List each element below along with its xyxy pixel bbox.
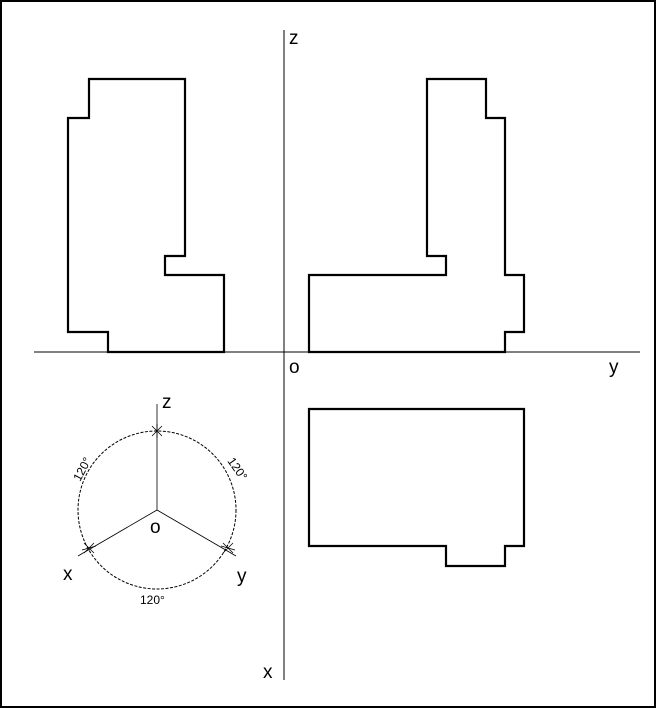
axis-x-label: x bbox=[263, 662, 273, 683]
top-view-outline bbox=[307, 407, 526, 568]
key-z-label: z bbox=[162, 392, 172, 413]
key-x-axis bbox=[77, 509, 158, 557]
side-view-outline bbox=[307, 77, 526, 354]
key-marker-z bbox=[151, 424, 163, 438]
key-y-axis bbox=[156, 509, 237, 557]
key-origin-label: o bbox=[150, 517, 161, 538]
axis-y-label: y bbox=[609, 357, 619, 378]
key-marker-y bbox=[220, 542, 236, 554]
front-view-outline bbox=[66, 77, 226, 354]
key-angle-bottom: 120° bbox=[140, 593, 165, 607]
key-angle-left: 120° bbox=[70, 455, 94, 484]
key-y-label: y bbox=[237, 566, 247, 587]
key-marker-x bbox=[81, 542, 97, 554]
axonometric-key: z o x y 120° 120° 120° bbox=[63, 392, 250, 607]
origin-label: o bbox=[289, 357, 300, 378]
key-x-label: x bbox=[63, 564, 73, 585]
key-angle-right: 120° bbox=[225, 455, 251, 484]
axis-z-label: z bbox=[289, 28, 299, 49]
